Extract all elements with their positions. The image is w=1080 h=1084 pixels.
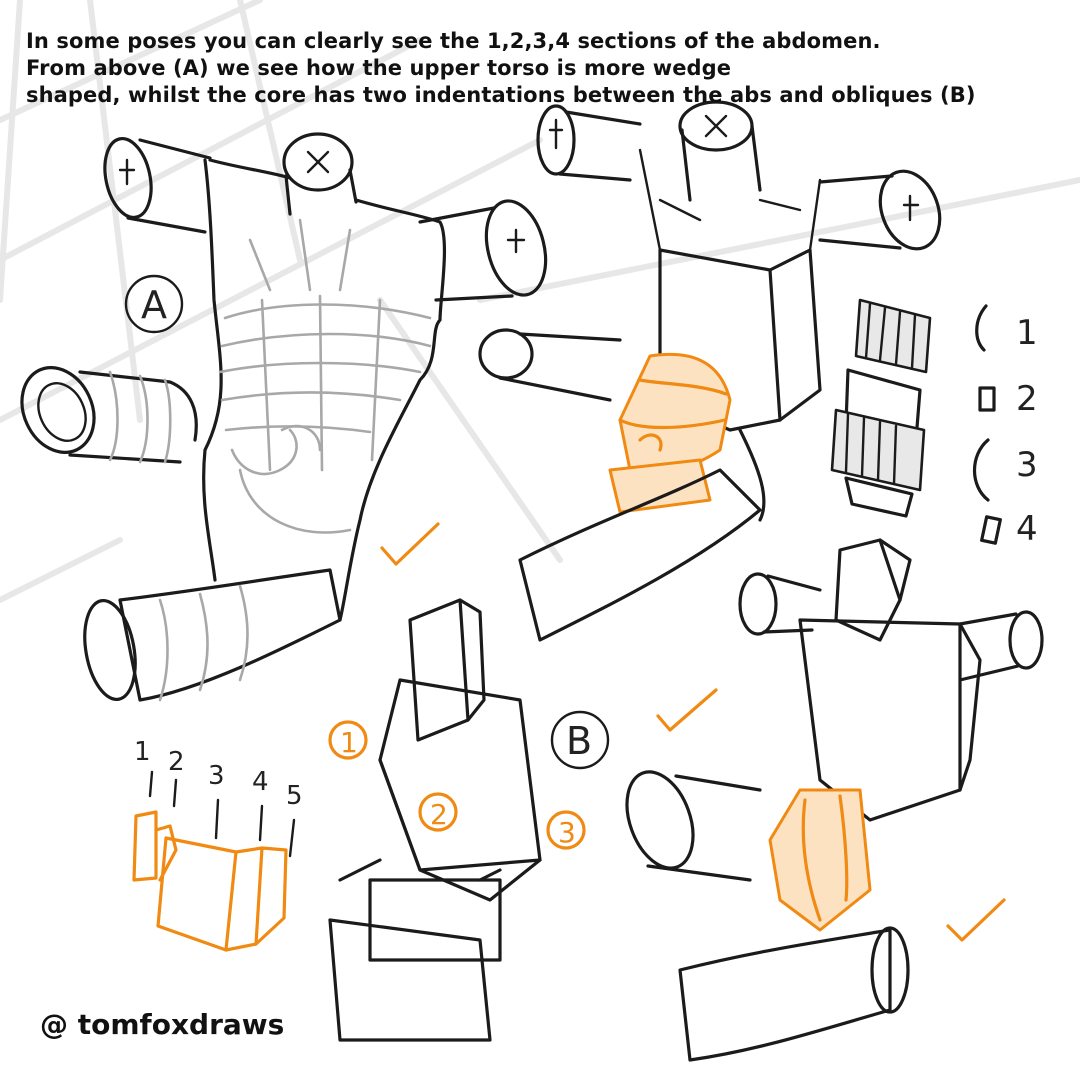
- section-label-2: 2: [1016, 379, 1038, 419]
- caption-line-1: In some poses you can clearly see the 1,…: [26, 29, 881, 53]
- caption-line-2: From above (A) we see how the upper tors…: [26, 56, 732, 80]
- artist-credit: @ tomfoxdraws: [40, 1008, 285, 1041]
- strip-number-5: 5: [286, 781, 303, 811]
- caption: In some poses you can clearly see the 1,…: [26, 28, 1066, 109]
- figure-a-torso: A: [20, 132, 548, 702]
- caption-line-3: shaped, whilst the core has two indentat…: [26, 83, 976, 107]
- section-label-4: 4: [1016, 509, 1038, 549]
- strip-number-4: 4: [252, 767, 269, 797]
- figure-bottom-right: [625, 538, 1044, 1062]
- strip-number-1: 1: [134, 737, 151, 767]
- circled-label-2: 2: [430, 798, 448, 831]
- checkmark-icon: [656, 688, 718, 732]
- circled-label-3: 3: [558, 816, 576, 849]
- circled-label-1: 1: [340, 726, 358, 759]
- checkmark-icon: [380, 522, 440, 566]
- abdominal-strip: 1 2 3 4 5: [132, 737, 303, 952]
- figure-top-right: 1 2 3 4: [478, 100, 1038, 642]
- section-label-1: 1: [1016, 313, 1038, 353]
- strip-number-3: 3: [208, 761, 225, 791]
- figure-block-torso: 1 2 3 B: [328, 598, 610, 1042]
- strip-number-2: 2: [168, 747, 185, 777]
- label-view-a: A: [141, 283, 167, 327]
- label-view-b: B: [566, 719, 592, 763]
- checkmark-icon: [946, 898, 1006, 942]
- section-label-3: 3: [1016, 445, 1038, 485]
